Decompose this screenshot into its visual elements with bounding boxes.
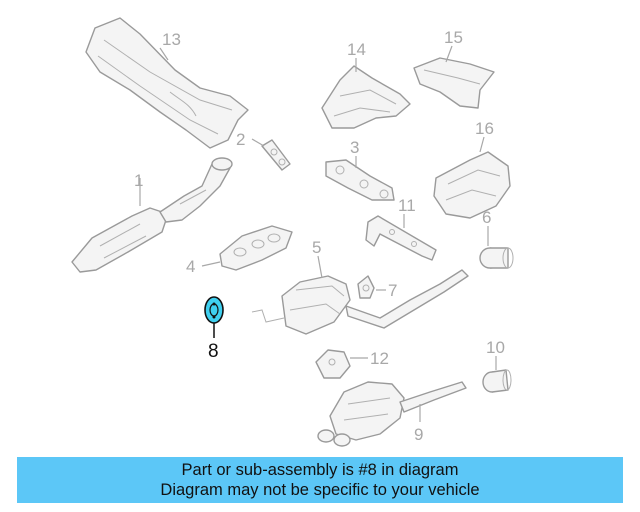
callout-10: 10: [486, 338, 505, 357]
part-4-manifold-gasket[interactable]: [219, 225, 293, 271]
info-banner: Part or sub-assembly is #8 in diagram Di…: [17, 457, 623, 503]
callout-12: 12: [370, 349, 389, 368]
part-6-clamp[interactable]: [479, 247, 514, 269]
part-7-hanger[interactable]: [357, 275, 375, 299]
callout-9: 9: [414, 425, 423, 444]
callout-1: 1: [134, 171, 143, 190]
part-3-flange-gasket[interactable]: [325, 159, 395, 201]
part-14-manifold-shield[interactable]: [321, 65, 411, 129]
part-16-bracket[interactable]: [433, 151, 511, 219]
leader-13: [159, 47, 169, 61]
banner-line-2: Diagram may not be specific to your vehi…: [160, 481, 480, 499]
part-8-insulator[interactable]: [204, 296, 224, 324]
exploded-parts-diagram: 13 14 15 2 3 16: [71, 17, 514, 447]
part-10-clamp[interactable]: [482, 369, 512, 393]
callout-4: 4: [186, 257, 195, 276]
leader-2: [251, 138, 265, 147]
callout-6: 6: [482, 208, 491, 227]
part-11-bracket[interactable]: [365, 215, 437, 261]
callout-3: 3: [350, 138, 359, 157]
callout-7: 7: [388, 281, 397, 300]
part-9-rear-muffler[interactable]: [317, 381, 467, 447]
banner-line-1: Part or sub-assembly is #8 in diagram: [181, 461, 459, 479]
part-15-shield-bracket[interactable]: [413, 57, 495, 109]
callout-11: 11: [398, 196, 416, 215]
callout-16: 16: [475, 119, 494, 138]
leader-5: [317, 255, 323, 279]
callout-14: 14: [347, 40, 366, 59]
callout-15: 15: [444, 28, 463, 47]
part-12-bracket[interactable]: [315, 349, 351, 379]
leader-16: [479, 136, 485, 153]
callout-13: 13: [162, 30, 181, 49]
callout-8: 8: [208, 341, 219, 362]
leader-15: [445, 45, 453, 63]
leader-4: [201, 261, 221, 267]
callout-5: 5: [312, 238, 321, 257]
part-1-converter-assembly[interactable]: [71, 157, 233, 273]
part-13-heat-shield[interactable]: [85, 17, 249, 149]
part-2-gasket[interactable]: [261, 139, 291, 171]
callout-2: 2: [236, 130, 245, 149]
part-5-resonator-pipe[interactable]: [251, 269, 469, 335]
